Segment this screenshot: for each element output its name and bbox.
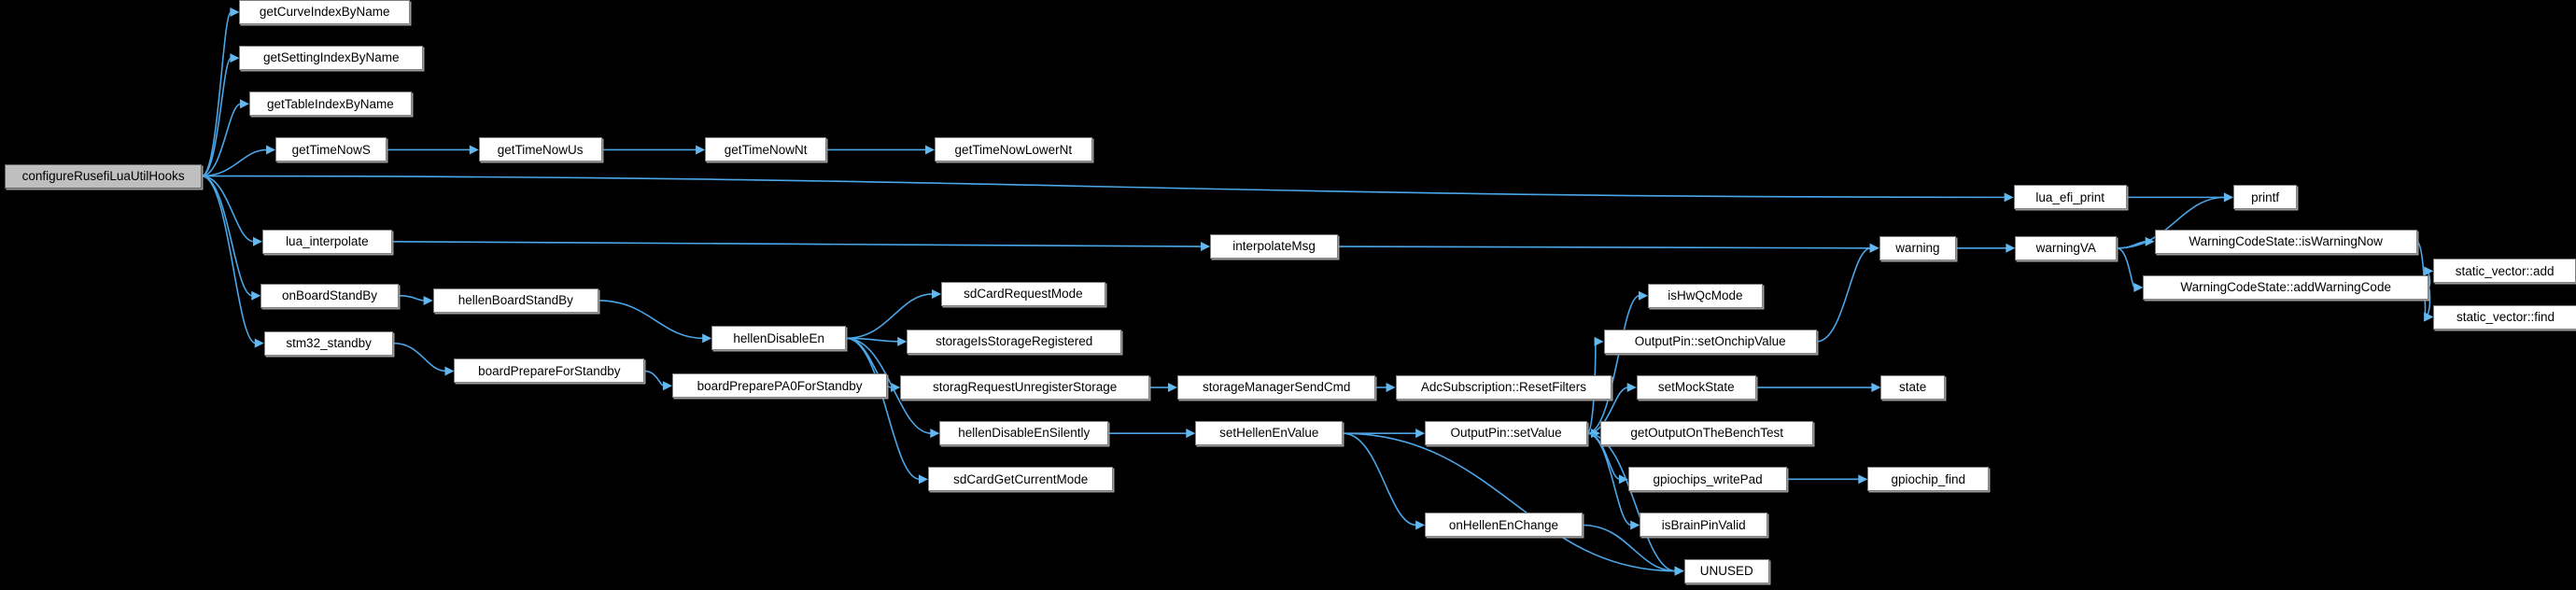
graph-node-gettimenowus[interactable]: getTimeNowUs [478, 137, 602, 162]
graph-node-gettimenowlowernt[interactable]: getTimeNowLowerNt [935, 137, 1092, 162]
graph-node-sdcardrequestmode[interactable]: sdCardRequestMode [941, 281, 1105, 306]
graph-node-isbrainpinvalid[interactable]: isBrainPinValid [1640, 513, 1768, 538]
graph-node-gettimenows[interactable]: getTimeNowS [275, 137, 387, 162]
graph-node-warningcodestate-iswarningnow[interactable]: WarningCodeState::isWarningNow [2154, 229, 2417, 254]
graph-node-getsettingindexbyname[interactable]: getSettingIndexByName [239, 46, 424, 71]
graph-node-hellendisableen[interactable]: hellenDisableEn [711, 326, 847, 351]
graph-node-gpiochip-find[interactable]: gpiochip_find [1867, 467, 1990, 492]
graph-node-ishwqcmode[interactable]: isHwQcMode [1647, 283, 1763, 308]
graph-node-static-vector-add[interactable]: static_vector::add [2433, 259, 2576, 284]
graph-node-outputpin-setvalue[interactable]: OutputPin::setValue [1425, 421, 1587, 446]
graph-node-interpolatemsg[interactable]: interpolateMsg [1210, 234, 1339, 260]
graph-node-hellendisableensilently[interactable]: hellenDisableEnSilently [939, 421, 1109, 446]
graph-node-outputpin-setonchipvalue[interactable]: OutputPin::setOnchipValue [1603, 329, 1817, 354]
graph-node-warningcodestate-addwarningcode[interactable]: WarningCodeState::addWarningCode [2143, 274, 2428, 300]
graph-node-storageisstorageregistered[interactable]: storageIsStorageRegistered [907, 329, 1122, 354]
graph-node-storagrequestunregisterstorage[interactable]: storagRequestUnregisterStorage [900, 375, 1150, 400]
graph-node-stm32-standby[interactable]: stm32_standby [263, 330, 394, 356]
graph-node-gpiochips-writepad[interactable]: gpiochips_writePad [1627, 467, 1788, 492]
graph-node-configurerusefiluautilhooks[interactable]: configureRusefiLuaUtilHooks [5, 163, 202, 189]
graph-node-sethellenenvalue[interactable]: setHellenEnValue [1195, 421, 1344, 446]
graph-node-adcsubscription-resetfilters[interactable]: AdcSubscription::ResetFilters [1395, 375, 1612, 400]
graph-node-boardprepareforstandby[interactable]: boardPrepareForStandby [454, 358, 645, 384]
graph-node-state[interactable]: state [1880, 375, 1945, 400]
graph-node-gettimenownt[interactable]: getTimeNowNt [705, 137, 827, 162]
graph-node-hellenboardstandby[interactable]: hellenBoardStandBy [432, 288, 598, 313]
graph-node-static-vector-find[interactable]: static_vector::find [2433, 304, 2576, 330]
graph-node-gettableindexbyname[interactable]: getTableIndexByName [248, 91, 412, 117]
graph-node-getcurveindexbyname[interactable]: getCurveIndexByName [239, 0, 411, 24]
graph-node-onhellenenchange[interactable]: onHellenEnChange [1425, 513, 1583, 538]
graph-node-unused[interactable]: UNUSED [1683, 558, 1769, 583]
graph-node-lua-interpolate[interactable]: lua_interpolate [261, 229, 392, 254]
graph-node-lua-efi-print[interactable]: lua_efi_print [2013, 185, 2127, 210]
graph-node-boardpreparepa0forstandby[interactable]: boardPreparePA0ForStandby [672, 373, 888, 399]
graph-node-onboardstandby[interactable]: onBoardStandBy [260, 283, 399, 308]
graph-node-storagemanagersendcmd[interactable]: storageManagerSendCmd [1176, 375, 1376, 400]
graph-node-warning[interactable]: warning [1879, 235, 1957, 260]
graph-node-getoutputonthebenchtest[interactable]: getOutputOnTheBenchTest [1600, 421, 1814, 446]
graph-node-warningva[interactable]: warningVA [2015, 235, 2118, 260]
graph-node-setmockstate[interactable]: setMockState [1636, 375, 1756, 400]
graph-node-sdcardgetcurrentmode[interactable]: sdCardGetCurrentMode [928, 467, 1114, 492]
graph-node-printf[interactable]: printf [2232, 185, 2298, 210]
